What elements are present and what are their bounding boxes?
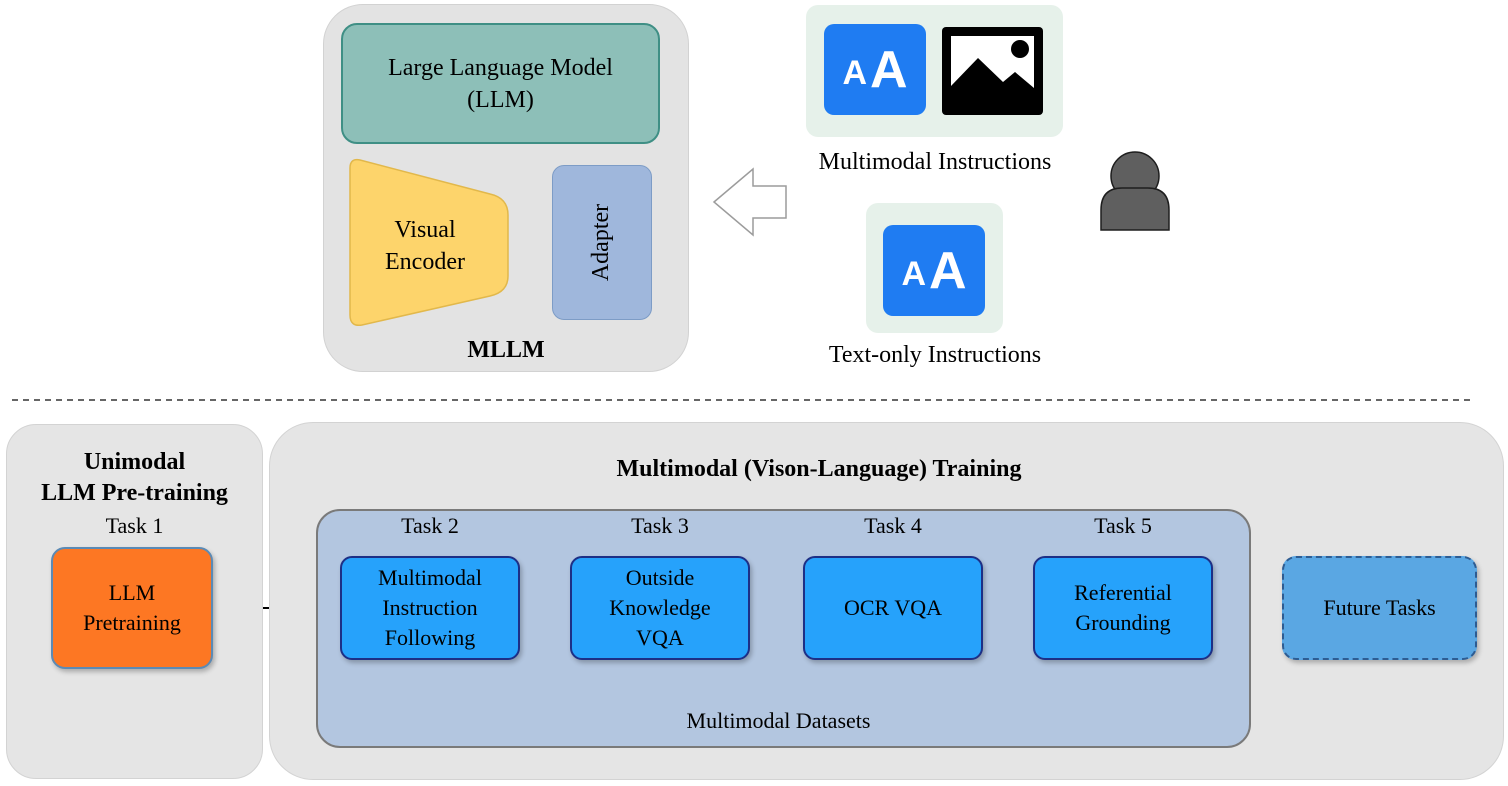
task5-box: Referential Grounding bbox=[1033, 556, 1213, 660]
unimodal-title: Unimodal LLM Pre-training bbox=[6, 446, 263, 510]
text-only-instructions-label: Text-only Instructions bbox=[828, 341, 1042, 368]
task5-line1: Referential bbox=[1074, 580, 1172, 605]
task1-label: Task 1 bbox=[105, 513, 164, 538]
visual-encoder-shape bbox=[349, 158, 509, 327]
task5-label: Task 5 bbox=[1094, 513, 1152, 538]
task5-line2: Grounding bbox=[1075, 610, 1171, 635]
future-tasks-box: Future Tasks bbox=[1282, 556, 1477, 660]
hollow-arrow-left-icon bbox=[712, 167, 787, 237]
llm-label-line1: Large Language Model bbox=[388, 54, 613, 81]
multimodal-training-title: Multimodal (Vison-Language) Training bbox=[616, 455, 1022, 482]
task2-line1: Multimodal bbox=[378, 565, 482, 590]
mllm-label: MLLM bbox=[467, 336, 545, 363]
visual-encoder-label: Visual Encoder bbox=[350, 210, 500, 282]
task2-line3: Following bbox=[384, 625, 476, 650]
task4-box: OCR VQA bbox=[803, 556, 983, 660]
unimodal-title-line1: Unimodal bbox=[83, 449, 186, 475]
task2-label: Task 2 bbox=[401, 513, 459, 538]
unimodal-title-line2: LLM Pre-training bbox=[41, 480, 228, 506]
llm-pretraining-line2: Pretraining bbox=[83, 610, 181, 635]
future-tasks-label: Future Tasks bbox=[1323, 595, 1436, 620]
task4-line1: OCR VQA bbox=[843, 595, 942, 620]
user-icon bbox=[1100, 151, 1170, 231]
task2-line2: Instruction bbox=[382, 595, 478, 620]
task3-line1: Outside bbox=[625, 565, 695, 590]
image-icon bbox=[942, 27, 1043, 115]
task3-box: Outside Knowledge VQA bbox=[570, 556, 750, 660]
adapter-box bbox=[552, 165, 652, 320]
task2-box: Multimodal Instruction Following bbox=[340, 556, 520, 660]
llm-label-line2: (LLM) bbox=[467, 86, 534, 113]
task4-label: Task 4 bbox=[864, 513, 922, 538]
encoder-label-line1: Visual bbox=[394, 217, 456, 243]
llm-box: Large Language Model (LLM) bbox=[341, 23, 660, 144]
multimodal-instructions-label: Multimodal Instructions bbox=[818, 148, 1052, 175]
multimodal-datasets-label: Multimodal Datasets bbox=[686, 708, 871, 733]
task3-label: Task 3 bbox=[631, 513, 689, 538]
llm-pretraining-box: LLM Pretraining bbox=[51, 547, 213, 669]
encoder-label-line2: Encoder bbox=[385, 249, 465, 275]
task3-line2: Knowledge bbox=[609, 595, 711, 620]
task3-line3: VQA bbox=[636, 625, 684, 650]
llm-pretraining-line1: LLM bbox=[108, 580, 156, 605]
